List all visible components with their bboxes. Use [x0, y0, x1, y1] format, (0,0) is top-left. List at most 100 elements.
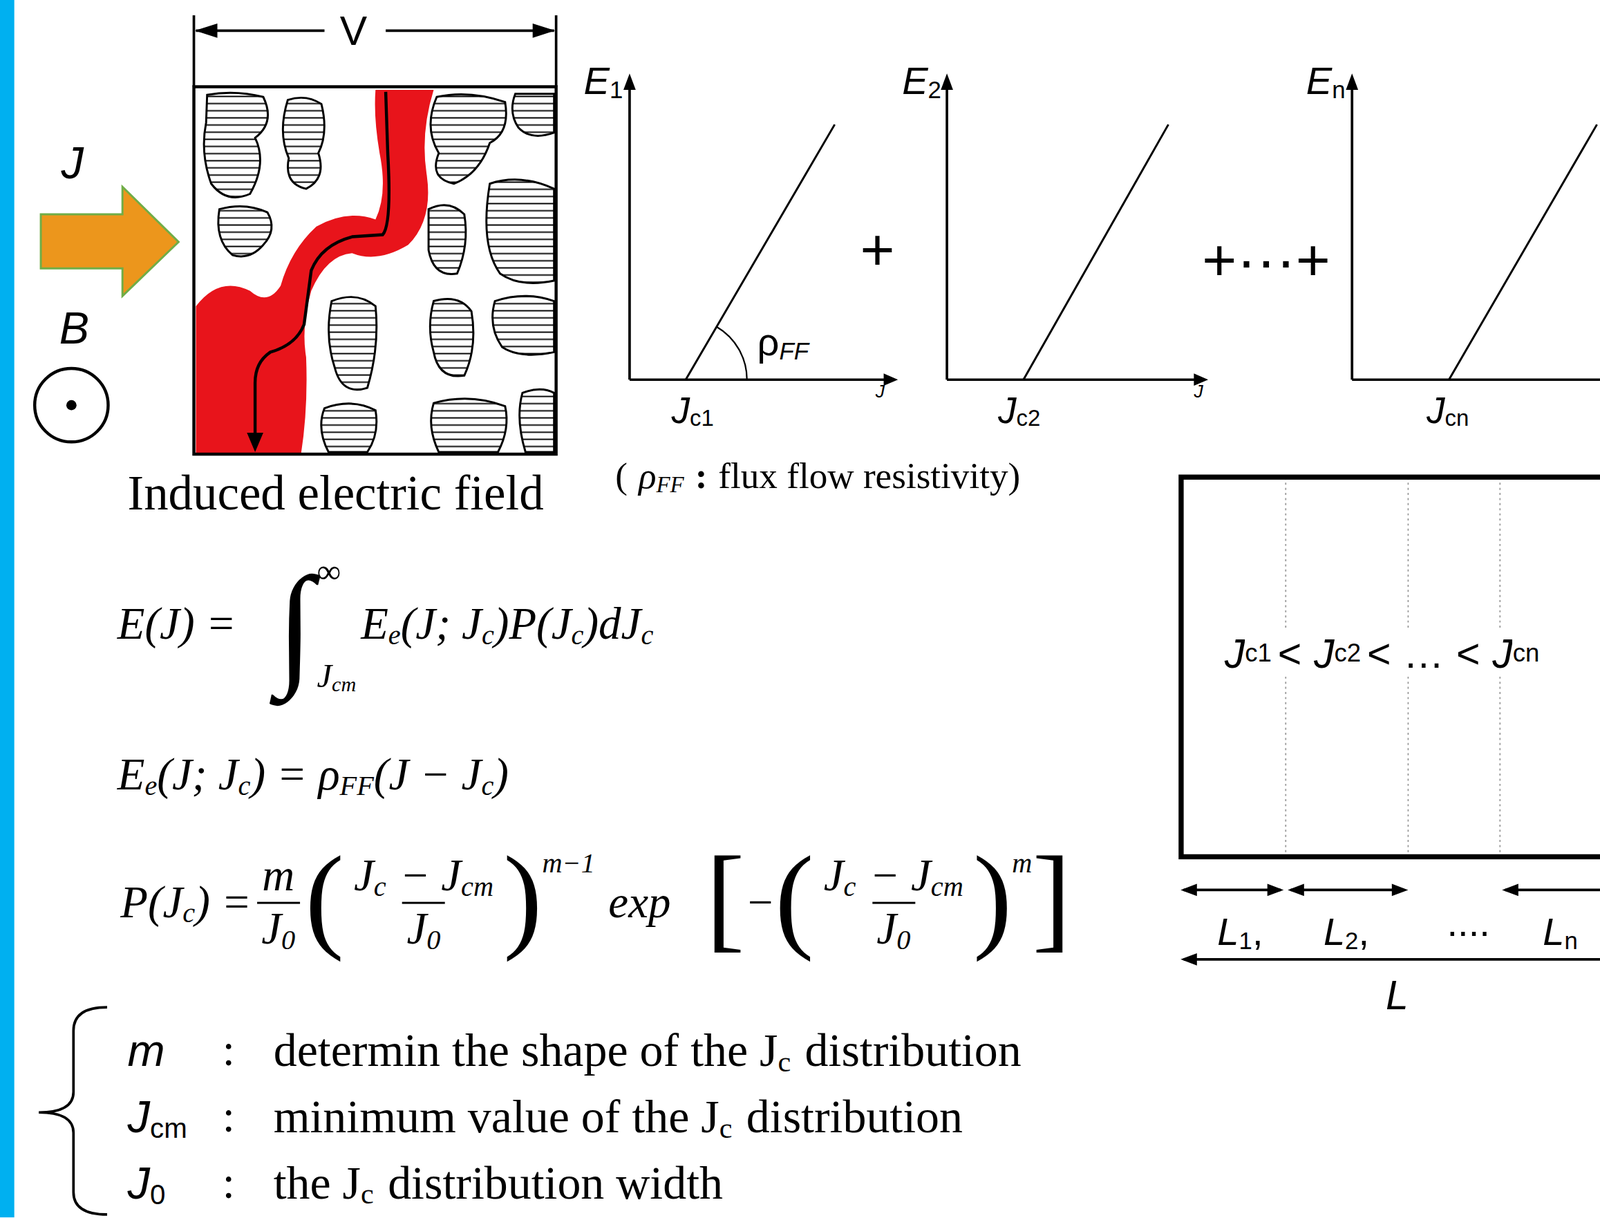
text-piece: J	[671, 389, 690, 432]
island	[431, 398, 507, 453]
text-piece: :	[222, 1091, 235, 1144]
text-piece: FF	[655, 472, 684, 499]
text-group: Jcm	[127, 1091, 188, 1144]
limit: ∞	[316, 552, 341, 592]
text-piece: E	[1306, 59, 1332, 105]
text-piece: E(J) =	[117, 598, 237, 651]
island	[282, 97, 325, 189]
axis	[629, 378, 889, 381]
arrowhead	[1287, 883, 1305, 897]
text-piece: )	[503, 843, 542, 954]
arrowhead	[1180, 953, 1198, 966]
denominator: J0	[257, 901, 300, 956]
side-bar	[0, 0, 15, 1218]
island	[328, 297, 377, 390]
text-piece: ∞	[316, 552, 341, 592]
numerator: m	[257, 850, 300, 902]
text-piece: J	[875, 381, 885, 403]
text-piece: )P(J	[494, 598, 572, 651]
text-piece: cm	[331, 672, 356, 697]
arrowhead	[1391, 883, 1409, 897]
denominator: J0	[872, 901, 916, 956]
text-piece: FF	[340, 769, 374, 802]
dimension-tick	[554, 15, 558, 87]
text-piece: FF	[778, 337, 808, 366]
island	[512, 93, 554, 137]
text-group: V	[340, 6, 367, 54]
text-piece: )	[973, 843, 1012, 954]
axis	[1351, 378, 1600, 381]
text-piece: B	[59, 302, 90, 355]
arrowhead	[246, 432, 264, 453]
text-group: +	[860, 215, 896, 284]
text-group: B	[59, 302, 90, 355]
text-group: +···+	[1201, 226, 1331, 294]
text-piece: J	[61, 137, 84, 190]
text-piece: 0	[896, 924, 911, 957]
segment-box: Jc1<Jc2<…<Jcn	[1178, 474, 1600, 860]
text-piece: c	[481, 619, 495, 652]
arrowhead	[1267, 883, 1285, 897]
island	[218, 205, 272, 257]
text-piece: J	[1313, 629, 1335, 677]
text-group: :	[222, 1024, 235, 1077]
text-piece: the J	[273, 1156, 361, 1211]
text-piece: L	[1385, 971, 1409, 1019]
text-piece: c2	[1333, 638, 1361, 668]
text-group: L	[1385, 971, 1409, 1019]
text-group: En	[1306, 59, 1346, 105]
text-group: E2	[901, 59, 942, 105]
text-group: ....	[1447, 901, 1491, 947]
ej-line	[1023, 124, 1169, 380]
island	[429, 299, 474, 377]
text-piece: …	[1403, 629, 1444, 677]
arrowhead	[940, 73, 954, 90]
arrowhead	[1345, 73, 1359, 90]
denominator: J0	[402, 901, 446, 956]
text-piece: c2	[1015, 405, 1041, 432]
text-piece: m	[127, 1024, 166, 1077]
text-group: minimum value of the Jcdistribution	[273, 1090, 963, 1145]
text-piece: determin the shape of the J	[273, 1024, 779, 1079]
text-piece: 1	[1239, 928, 1253, 956]
text-piece: c	[238, 769, 251, 802]
dimension-line	[1183, 888, 1281, 892]
dimension-line	[1291, 888, 1405, 892]
text-piece: J	[823, 850, 844, 902]
text-piece: [	[705, 843, 745, 954]
text-group: ρFF	[756, 320, 808, 366]
text-piece: P(J	[120, 877, 183, 929]
text-piece: e	[388, 619, 401, 652]
text-piece: )	[493, 749, 509, 802]
width-dimension	[194, 15, 557, 87]
text-group: (ρFF:flux flow resistivity)	[615, 455, 1021, 498]
text-group: Jcn	[1426, 389, 1469, 432]
text-piece: distribution	[746, 1090, 963, 1145]
text-piece: )dJ	[583, 598, 641, 651]
text-piece: cm	[930, 870, 964, 903]
island	[430, 93, 506, 184]
text-piece: c	[778, 1045, 792, 1079]
text-piece: ρ	[638, 455, 657, 498]
numerator: Jc− Jcm	[819, 850, 968, 902]
ej-line	[1448, 124, 1597, 380]
text-piece: ....	[1447, 901, 1491, 947]
arrowhead	[1180, 883, 1198, 897]
fraction: mJ0	[257, 850, 300, 956]
text-piece: (J; J	[156, 749, 238, 802]
text-piece: J	[406, 904, 427, 956]
text-piece: c	[640, 619, 654, 652]
arrowhead	[532, 23, 555, 39]
text-piece: exp	[608, 877, 671, 929]
text-group: Jc1	[671, 389, 714, 432]
text-group: Jc2	[998, 389, 1041, 432]
current-arrow	[40, 186, 179, 296]
text-group: J0	[127, 1157, 166, 1210]
text-piece: +	[860, 215, 896, 284]
text-piece: (	[304, 843, 344, 954]
ej-line	[685, 124, 835, 380]
text-piece: c	[481, 769, 494, 802]
text-piece: n	[1331, 76, 1345, 105]
sample-frame	[194, 86, 557, 455]
